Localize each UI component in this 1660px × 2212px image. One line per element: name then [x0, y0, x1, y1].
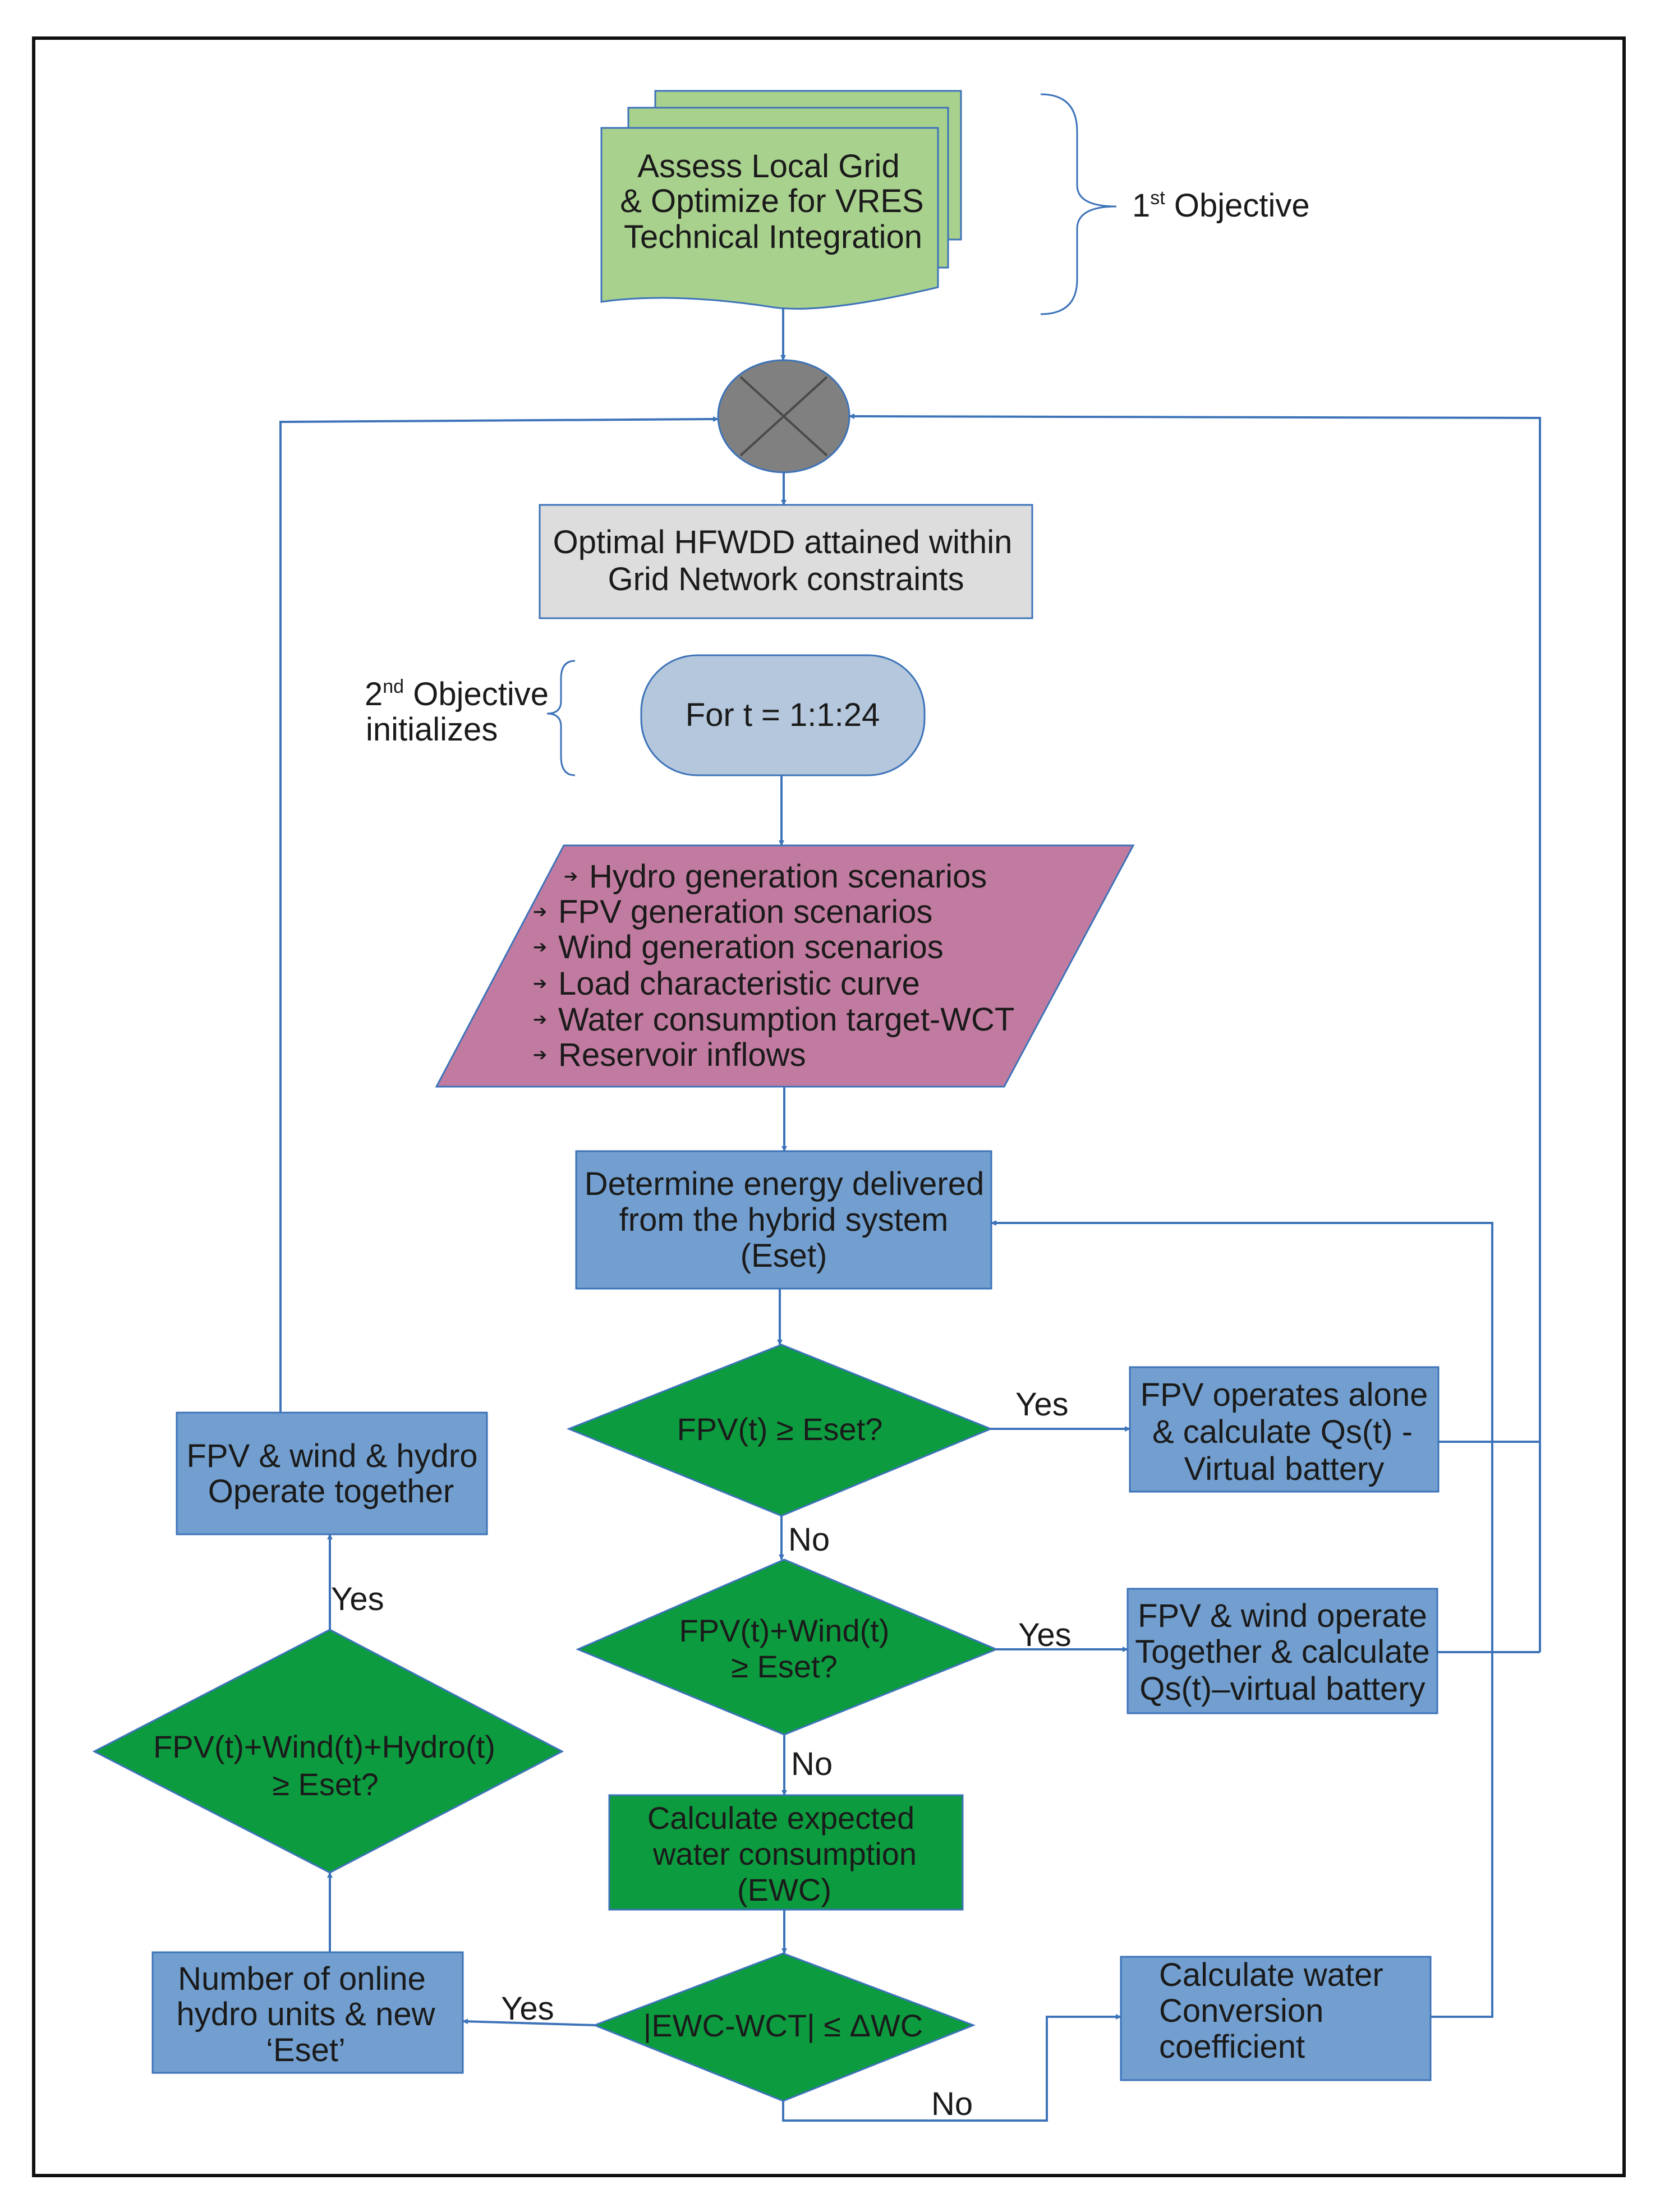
objective1-box-line2: & Optimize for VRES: [620, 183, 923, 219]
optimal-hfwdd-box: [539, 504, 1033, 619]
input-bullet-icon: ➔: [533, 1046, 547, 1064]
edge-label-yes-d4: Yes: [501, 1990, 554, 2027]
edge-label-no-d2: No: [791, 1746, 833, 1782]
fpv-wind-line2: Together & calculate: [1135, 1634, 1430, 1670]
operate-together-line2: Operate together: [208, 1473, 454, 1510]
online-units-line2: hydro units & new: [176, 1996, 435, 2032]
operate-together-line1: FPV & wind & hydro: [187, 1438, 478, 1474]
objective2-label-line2: initializes: [366, 711, 498, 748]
summing-junction: [717, 359, 850, 473]
fpv-wind-line3: Qs(t)–virtual battery: [1139, 1671, 1425, 1707]
optimal-box-line1: Optimal HFWDD attained within: [553, 524, 1013, 560]
objective2-label: 2nd Objective: [365, 676, 549, 712]
decision1-text: FPV(t) ≥ Eset?: [677, 1411, 883, 1447]
inputs-list: ➔ Hydro generation scenarios ➔ FPV generati…: [533, 858, 1014, 1073]
edge-label-yes-d3: Yes: [331, 1581, 384, 1617]
inputs-parallelogram: [435, 844, 1135, 1088]
fpv-alone-line3: Virtual battery: [1184, 1451, 1385, 1487]
calc-water-line2: Conversion: [1159, 1993, 1323, 2029]
objective1-brace: [1040, 93, 1117, 315]
for-loop-text: For t = 1:1:24: [686, 697, 880, 733]
optimal-box-line2: Grid Network constraints: [608, 561, 964, 597]
decision2-line1: FPV(t)+Wind(t): [679, 1613, 890, 1648]
edge-label-yes-d2: Yes: [1018, 1617, 1072, 1653]
input-item: Water consumption target-WCT: [558, 1001, 1014, 1038]
objective1-box-line1: Assess Local Grid: [637, 148, 899, 185]
calc-ewc-box: [608, 1794, 964, 1911]
calc-ewc-line3: (EWC): [737, 1872, 831, 1907]
decision3-line2: ≥ Eset?: [272, 1767, 379, 1802]
fpv-wind-box: [1126, 1588, 1438, 1714]
online-units-line3: ‘Eset’: [266, 2032, 346, 2068]
decision2-line2: ≥ Eset?: [731, 1649, 838, 1684]
operate-together-box: [176, 1411, 488, 1535]
edge-label-no-d4: No: [931, 2086, 973, 2122]
online-units-box: [151, 1951, 464, 2074]
connectors: [279, 307, 1541, 2122]
determine-box-line2: from the hybrid system: [619, 1202, 949, 1238]
input-bullet-icon: ➔: [533, 938, 547, 956]
input-bullet-icon: ➔: [564, 867, 578, 886]
calc-ewc-line2: water consumption: [652, 1836, 917, 1871]
input-item: Hydro generation scenarios: [589, 858, 987, 895]
input-item: Load characteristic curve: [558, 965, 920, 1002]
input-bullet-icon: ➔: [533, 974, 547, 993]
objective1-box-line3: Technical Integration: [624, 219, 922, 255]
objective2-brace: [546, 660, 576, 776]
objective1-document-stack: Assess Local Grid & Optimize for VRES Te…: [600, 90, 962, 310]
calc-water-conversion-box: [1120, 1956, 1432, 2081]
fpv-alone-box: [1129, 1366, 1440, 1493]
input-item: Reservoir inflows: [558, 1037, 806, 1073]
calc-ewc-line1: Calculate expected: [647, 1800, 914, 1836]
edge-label-yes-d1: Yes: [1015, 1386, 1069, 1423]
calc-water-line3: coefficient: [1159, 2029, 1305, 2065]
for-loop-terminal: [640, 654, 926, 776]
input-item: Wind generation scenarios: [558, 929, 944, 965]
determine-energy-box: [575, 1150, 992, 1290]
calc-water-line1: Calculate water: [1159, 1957, 1383, 1993]
fpv-wind-line1: FPV & wind operate: [1138, 1598, 1427, 1634]
decision4-text: |EWC-WCT| ≤ ΔWC: [643, 2008, 923, 2043]
input-bullet-icon: ➔: [533, 1010, 547, 1029]
input-bullet-icon: ➔: [533, 903, 547, 921]
objective1-label: 1st Objective: [1132, 187, 1310, 224]
input-item: FPV generation scenarios: [558, 894, 932, 930]
determine-box-line3: (Eset): [741, 1238, 827, 1274]
edge-label-no-d1: No: [788, 1521, 830, 1558]
decision3-line1: FPV(t)+Wind(t)+Hydro(t): [153, 1729, 495, 1764]
fpv-alone-line1: FPV operates alone: [1141, 1377, 1428, 1413]
determine-box-line1: Determine energy delivered: [585, 1166, 984, 1202]
online-units-line1: Number of online: [178, 1961, 426, 1997]
fpv-alone-line2: & calculate Qs(t) -: [1152, 1414, 1413, 1450]
